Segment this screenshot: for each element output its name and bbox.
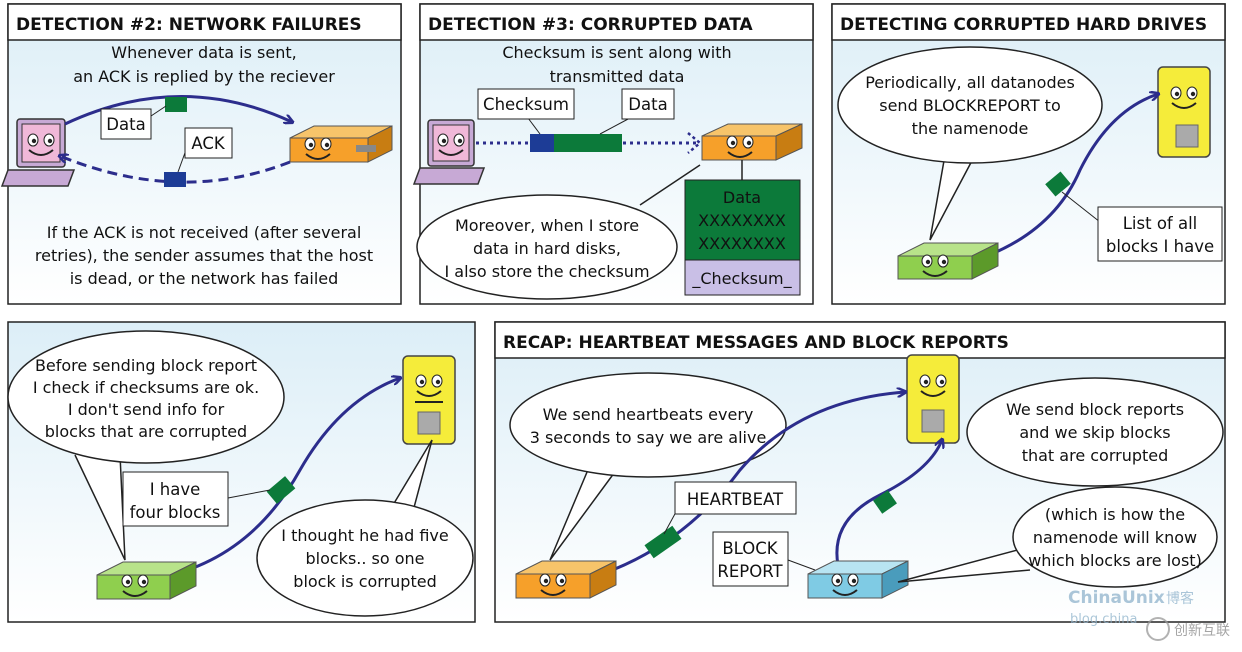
bubble-line: Before sending block report xyxy=(35,356,257,375)
bubble-line: 3 seconds to say we are alive xyxy=(530,428,767,447)
bubble-line: namenode will know xyxy=(1033,528,1197,547)
datanode-green-icon xyxy=(96,561,197,600)
data-packet xyxy=(165,97,187,112)
speech-bubble xyxy=(509,372,787,478)
intro-line: Whenever data is sent, xyxy=(111,43,296,62)
label-line: blocks I have xyxy=(1106,237,1214,256)
label-line: REPORT xyxy=(717,562,783,581)
label-line: List of all xyxy=(1123,214,1198,233)
speech-bubble xyxy=(966,377,1224,487)
disk-checksum: _Checksum_ xyxy=(691,269,792,289)
checksum-packet xyxy=(530,134,554,152)
speech-bubble xyxy=(7,330,285,464)
speech-bubble xyxy=(416,194,678,300)
panel-title: DETECTION #3: CORRUPTED DATA xyxy=(428,15,754,35)
bubble-line: and we skip blocks xyxy=(1019,423,1170,442)
bubble-line: data in hard disks, xyxy=(473,239,621,258)
speech-bubble xyxy=(256,499,474,617)
footer-line: If the ACK is not received (after severa… xyxy=(47,223,362,242)
panel-corrupted-drives: DETECTING CORRUPTED HARD DRIVES Periodic… xyxy=(831,3,1226,305)
blockreport-arrow xyxy=(959,94,1158,267)
report-packet xyxy=(873,490,897,514)
intro-line: an ACK is replied by the reciever xyxy=(73,67,335,86)
data-packet xyxy=(554,134,622,152)
label-checksum: Checksum xyxy=(483,95,569,114)
bubble-line: blocks.. so one xyxy=(305,549,424,568)
ack-packet xyxy=(164,172,186,187)
blockreport-arrow xyxy=(835,440,942,566)
bubble-line: the namenode xyxy=(912,119,1029,138)
bubble-line: block is corrupted xyxy=(293,572,436,591)
server-orange-icon xyxy=(289,125,393,163)
panel-title: RECAP: HEARTBEAT MESSAGES AND BLOCK REPO… xyxy=(503,333,1009,353)
panel-title: DETECTING CORRUPTED HARD DRIVES xyxy=(840,15,1207,35)
label-heartbeat: HEARTBEAT xyxy=(687,490,784,509)
panel-block-report-check: Before sending block report I check if c… xyxy=(7,321,476,623)
disk-row: XXXXXXXX xyxy=(698,234,786,253)
panel-recap: RECAP: HEARTBEAT MESSAGES AND BLOCK REPO… xyxy=(494,321,1226,623)
disk-row: XXXXXXXX xyxy=(698,211,786,230)
bubble-line: I thought he had five xyxy=(281,526,448,545)
panel-title: DETECTION #2: NETWORK FAILURES xyxy=(16,15,362,35)
report-packet xyxy=(266,476,296,504)
bubble-line: Periodically, all datanodes xyxy=(865,73,1075,92)
label-data: Data xyxy=(106,115,145,134)
speech-bubble xyxy=(1012,486,1218,588)
panel-corrupted-data: DETECTION #3: CORRUPTED DATA Checksum is… xyxy=(412,3,814,305)
datanode-green-icon xyxy=(897,242,999,280)
speech-bubble xyxy=(837,46,1103,164)
report-packet xyxy=(1045,171,1071,197)
watermark: ChinaUnix 博客 blog.china 创新互联 xyxy=(1068,588,1230,641)
watermark-url: blog.china xyxy=(1070,612,1137,627)
disk-title: Data xyxy=(723,188,761,207)
bubble-line: I also store the checksum xyxy=(444,262,649,281)
namenode-server-icon xyxy=(402,355,456,445)
laptop-icon xyxy=(0,118,76,187)
label-ack: ACK xyxy=(191,134,226,153)
bubble-line: We send heartbeats every xyxy=(543,405,754,424)
footer-line: is dead, or the network has failed xyxy=(70,269,339,288)
namenode-server-icon xyxy=(906,354,960,444)
heartbeat-packet xyxy=(644,525,682,559)
panel-network-failures: DETECTION #2: NETWORK FAILURES Whenever … xyxy=(0,3,402,305)
blockreport-arrow xyxy=(157,378,400,580)
bubble-line: (which is how the xyxy=(1045,505,1185,524)
server-orange-icon xyxy=(701,123,803,161)
namenode-server-icon xyxy=(1157,66,1211,158)
bubble-line: I don't send info for xyxy=(68,400,225,419)
datanode-blue-icon xyxy=(807,560,909,599)
disk-block: Data XXXXXXXX XXXXXXXX _Checksum_ xyxy=(684,160,801,296)
bubble-line: send BLOCKREPORT to xyxy=(879,96,1060,115)
intro-line: transmitted data xyxy=(550,67,685,86)
watermark-logo-text: 创新互联 xyxy=(1174,623,1230,639)
intro-line: Checksum is sent along with xyxy=(502,43,731,62)
bubble-line: I check if checksums are ok. xyxy=(33,378,259,397)
datanode-orange-icon xyxy=(515,560,617,599)
laptop-icon xyxy=(412,119,486,185)
bubble-line: Moreover, when I store xyxy=(455,216,639,235)
label-line: BLOCK xyxy=(722,539,778,558)
logo-icon xyxy=(1146,617,1170,641)
footer-line: retries), the sender assumes that the ho… xyxy=(35,246,373,265)
label-line: I have xyxy=(150,480,201,499)
bubble-line: blocks that are corrupted xyxy=(45,422,247,441)
watermark-brand: ChinaUnix xyxy=(1068,588,1165,608)
label-data: Data xyxy=(628,95,667,114)
bubble-line: We send block reports xyxy=(1006,400,1184,419)
watermark-brand-cn: 博客 xyxy=(1166,590,1194,607)
bubble-line: which blocks are lost) xyxy=(1028,551,1202,570)
send-arrow xyxy=(64,95,292,126)
heartbeat-arrow xyxy=(589,392,905,580)
bubble-line: that are corrupted xyxy=(1022,446,1169,465)
label-line: four blocks xyxy=(130,503,221,522)
